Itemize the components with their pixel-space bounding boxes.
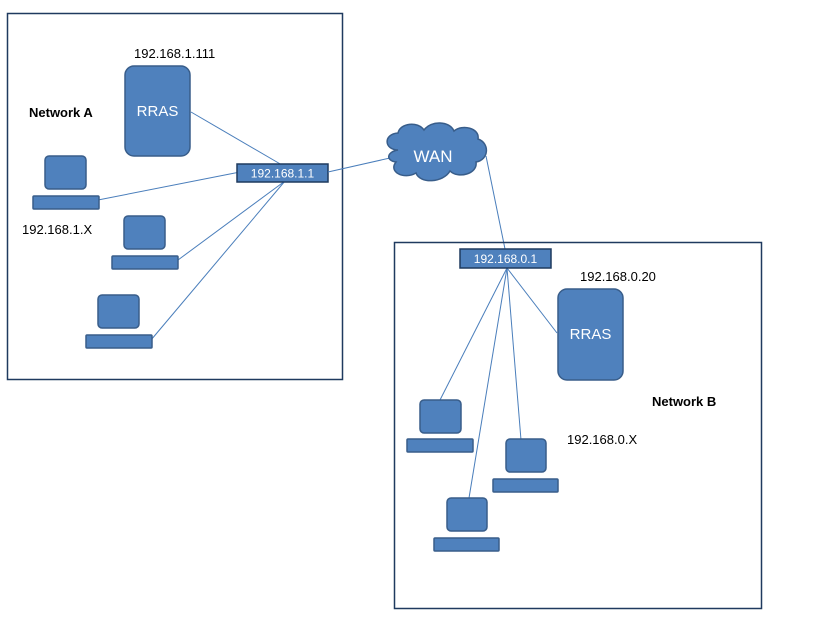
network-b-group: 192.168.0.1 192.168.0.20 RRAS Network B …: [393, 241, 763, 610]
network-b-name: Network B: [652, 394, 716, 409]
computer-b1: [406, 399, 474, 453]
rras-a-server: [124, 65, 191, 157]
rras-b-label: RRAS: [570, 326, 612, 343]
link-pc3-a-to-gateway-a: [150, 180, 286, 341]
network-a-boundary: [6, 12, 344, 381]
wan-cloud: WAN: [386, 122, 488, 182]
rras-b-server: [557, 288, 624, 381]
link-gateway-b-to-rras-b: [506, 267, 558, 334]
rras-a-label: RRAS: [137, 103, 179, 120]
link-pc2-a-to-gateway-a: [177, 180, 286, 261]
computer-a3: [85, 294, 153, 349]
monitor-icon: [97, 294, 140, 329]
link-pc1-a-to-gateway-a: [97, 171, 241, 201]
link-gateway-b-to-pc3: [468, 267, 508, 499]
monitor-icon: [123, 215, 166, 250]
computer-b3: [433, 497, 500, 552]
cloud-icon: [386, 122, 488, 182]
link-gateway-a-to-wan: [327, 157, 391, 173]
link-gateway-b-to-pc1: [439, 267, 508, 401]
network-a-name: Network A: [29, 105, 93, 120]
gateway-b-ip-label: 192.168.0.1: [474, 252, 538, 266]
rras-a-ip-label: 192.168.1.111: [134, 46, 215, 61]
monitor-icon: [446, 497, 488, 532]
link-gateway-b-to-pc2: [506, 267, 522, 441]
keyboard-icon: [85, 334, 153, 349]
monitor-icon: [44, 155, 87, 190]
network-b-boundary: [393, 241, 763, 610]
wan-label: WAN: [413, 147, 452, 166]
gateway-a-ip-label: 192.168.1.1: [251, 167, 315, 181]
computer-b2: [492, 438, 559, 493]
keyboard-icon: [32, 195, 100, 210]
keyboard-icon: [111, 255, 179, 270]
link-wan-to-gateway-b: [485, 155, 506, 250]
gateway-b-router: [459, 248, 552, 269]
keyboard-icon: [433, 537, 500, 552]
keyboard-icon: [406, 438, 474, 453]
keyboard-icon: [492, 478, 559, 493]
network-a-group: 192.168.1.111 RRAS Network A 192.168.1.X…: [6, 12, 344, 381]
network-b-clients-ip-label: 192.168.0.X: [567, 432, 637, 447]
computer-a2: [111, 215, 179, 270]
computer-a1: [32, 155, 100, 210]
network-a-clients-ip-label: 192.168.1.X: [22, 222, 92, 237]
link-rras-a-to-gateway-a: [190, 111, 283, 166]
monitor-icon: [505, 438, 547, 473]
monitor-icon: [419, 399, 462, 434]
rras-b-ip-label: 192.168.0.20: [580, 269, 656, 284]
gateway-a-router: [236, 163, 329, 183]
